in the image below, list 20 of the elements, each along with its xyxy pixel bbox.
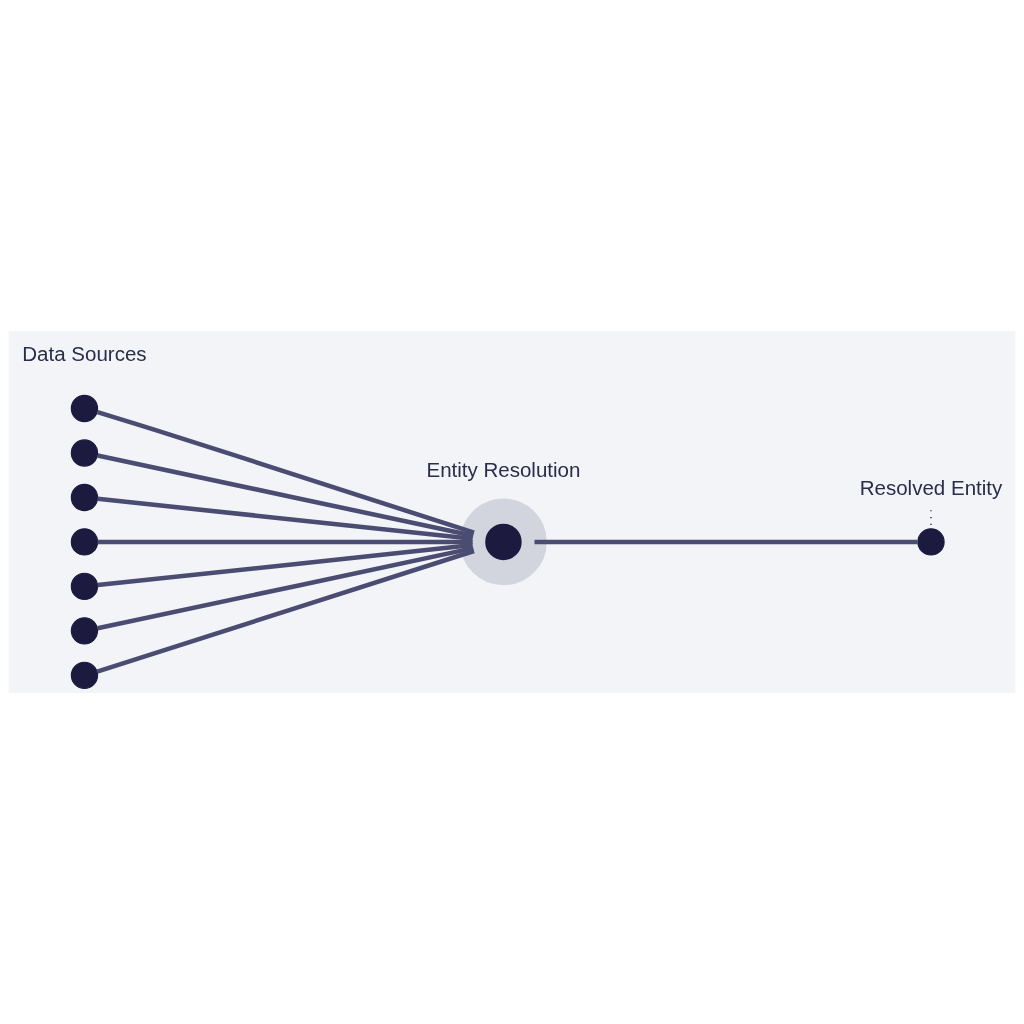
connector (97, 539, 473, 545)
node-circle (70, 617, 99, 645)
node-circle (70, 394, 99, 423)
label: Data Sources (22, 342, 147, 366)
connector (534, 539, 918, 545)
connector (97, 542, 473, 588)
connector (96, 410, 475, 535)
node-circle (70, 439, 99, 467)
connector (97, 496, 473, 542)
connector (96, 548, 475, 674)
node-circle (70, 528, 99, 556)
node-circle (917, 528, 945, 556)
node-label: Entity Resolution (426, 458, 581, 482)
connector (97, 545, 474, 631)
node-circle (70, 572, 99, 601)
connector (97, 453, 474, 538)
node-circle (70, 661, 99, 689)
node-circle (460, 498, 547, 586)
node-circle (70, 483, 99, 512)
node-text: Resolved Entity (859, 475, 1003, 499)
